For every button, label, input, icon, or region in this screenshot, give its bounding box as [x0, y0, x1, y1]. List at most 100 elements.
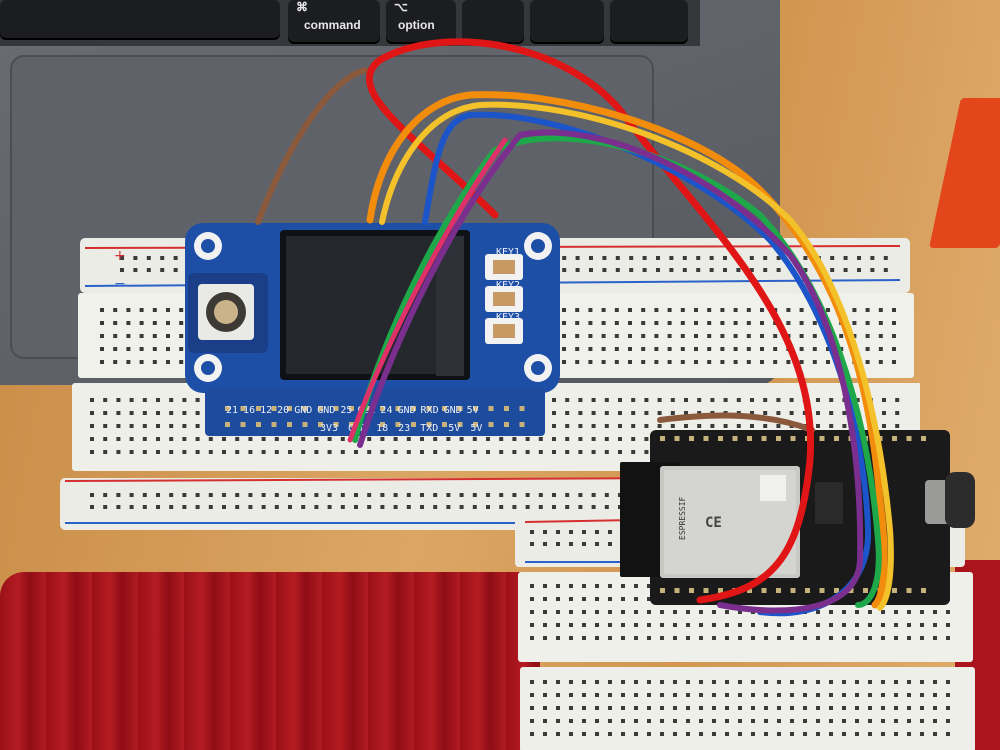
breadboard-hole [657, 398, 662, 402]
breadboard-hole [556, 719, 560, 723]
breadboard-hole [156, 411, 160, 415]
breadboard-hole [129, 424, 134, 428]
breadboard-hole [169, 505, 174, 509]
breadboard-hole [631, 437, 636, 441]
esp32-pin [906, 436, 912, 441]
breadboard-hole [738, 636, 742, 640]
header-pin [271, 422, 277, 427]
breadboard-hole [789, 398, 794, 402]
breadboard-hole [776, 424, 781, 428]
breadboard-hole [406, 505, 411, 509]
breadboard-hole [608, 680, 612, 684]
breadboard-hole [169, 398, 174, 402]
breadboard-hole [746, 334, 751, 338]
breadboard-hole [621, 636, 625, 640]
breadboard-hole [673, 636, 677, 640]
breadboard-hole [628, 334, 632, 338]
breadboard-hole [803, 719, 807, 723]
breadboard-hole [472, 450, 477, 454]
breadboard-hole [552, 505, 556, 509]
breadboard-hole [142, 398, 147, 402]
breadboard-hole [621, 584, 625, 588]
breadboard-hole [552, 450, 556, 454]
breadboard-hole [578, 505, 583, 509]
header-pin [256, 406, 261, 411]
breadboard-hole [892, 360, 896, 364]
breadboard-hole [591, 437, 596, 441]
breadboard-hole [816, 636, 820, 640]
header-pin [225, 406, 230, 411]
breadboard-hole [380, 505, 385, 509]
breadboard-hole [634, 680, 638, 684]
breadboard-hole [892, 334, 896, 338]
breadboard-hole [660, 680, 664, 684]
breadboard-hole [764, 706, 768, 710]
breadboard-hole [634, 636, 638, 640]
breadboard-hole [222, 493, 226, 497]
breadboard-hole [907, 693, 911, 697]
breadboard-hole [642, 256, 647, 260]
header-pin [287, 406, 292, 411]
breadboard-hole [799, 308, 804, 312]
breadboard-hole [733, 321, 738, 325]
breadboard-hole [142, 450, 147, 454]
breadboard-hole [763, 268, 768, 272]
breadboard-hole [126, 334, 131, 338]
breadboard-hole [446, 450, 451, 454]
breadboard-hole [433, 450, 438, 454]
breadboard-hole [621, 610, 625, 614]
breadboard-hole [591, 411, 596, 415]
hat-pin-label: 12 [260, 405, 273, 416]
breadboard-hole [103, 493, 108, 497]
breadboard-hole [647, 597, 651, 601]
breadboard-hole [608, 706, 612, 710]
breadboard-hole [746, 347, 751, 351]
breadboard-hole [670, 411, 675, 415]
breadboard-hole [139, 347, 144, 351]
breadboard-hole [142, 493, 147, 497]
breadboard-hole [393, 493, 398, 497]
breadboard-hole [354, 450, 358, 454]
breadboard-hole [641, 334, 646, 338]
breadboard-hole [575, 360, 580, 364]
breadboard-hole [608, 597, 612, 601]
breadboard-hole [634, 693, 638, 697]
breadboard-hole [126, 321, 131, 325]
breadboard-hole [894, 610, 898, 614]
breadboard-hole [894, 732, 898, 736]
esp32-pin [660, 588, 665, 593]
breadboard-hole [569, 530, 573, 534]
breadboard-hole [786, 308, 791, 312]
header-pin [457, 406, 463, 411]
breadboard-hole [538, 505, 543, 509]
wire-purple [357, 129, 864, 614]
breadboard-hole [920, 636, 924, 640]
breadboard-hole [799, 347, 804, 351]
breadboard-hole [393, 437, 398, 441]
breadboard-hole [694, 360, 698, 364]
breadboard-hole [152, 360, 157, 364]
breadboard-hole [736, 268, 741, 272]
breadboard-hole [525, 450, 530, 454]
breadboard-hole [578, 437, 583, 441]
breadboard-hole [543, 597, 547, 601]
breadboard-hole [459, 493, 464, 497]
breadboard-hole [673, 623, 677, 627]
breadboard-hole [582, 693, 586, 697]
breadboard-hole [829, 636, 833, 640]
breadboard-hole [654, 334, 659, 338]
breadboard-hole [615, 256, 620, 260]
breadboard-hole [725, 719, 729, 723]
header-pin [473, 406, 478, 411]
breadboard-hole [699, 680, 703, 684]
breadboard-hole [116, 437, 121, 441]
breadboard-hole [920, 719, 924, 723]
breadboard-hole [380, 437, 385, 441]
breadboard-hole [562, 334, 566, 338]
breadboard-hole [763, 398, 768, 402]
breadboard-hole [760, 347, 764, 351]
command-label: command [304, 18, 361, 32]
breadboard-hole [614, 321, 619, 325]
breadboard-hole [565, 493, 570, 497]
breadboard-hole [614, 360, 619, 364]
